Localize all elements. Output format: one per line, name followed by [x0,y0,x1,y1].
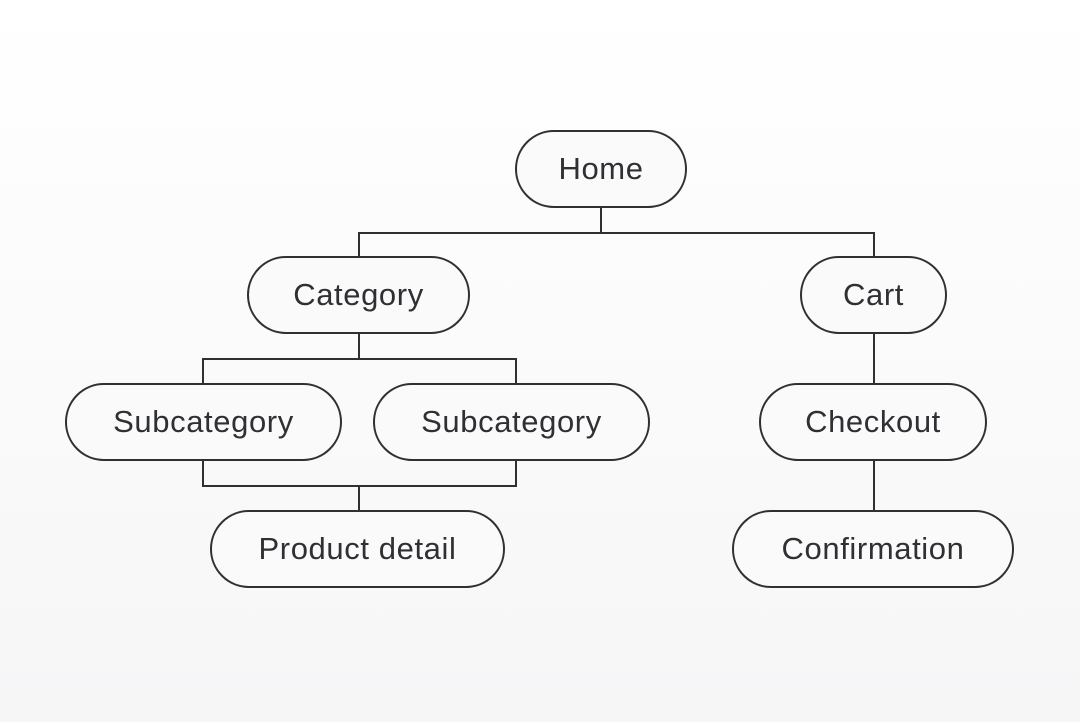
connector-category-to-subcategories [202,334,517,384]
node-confirmation: Confirmation [732,510,1014,588]
node-checkout: Checkout [759,383,987,461]
node-subcategory-1: Subcategory [65,383,342,461]
connector-subcategories-to-product-detail [202,461,517,511]
node-cart: Cart [800,256,947,334]
node-home: Home [515,130,687,208]
node-category: Category [247,256,470,334]
connector-home-to-category-cart [358,208,875,257]
node-product-detail: Product detail [210,510,505,588]
node-subcategory-2: Subcategory [373,383,650,461]
